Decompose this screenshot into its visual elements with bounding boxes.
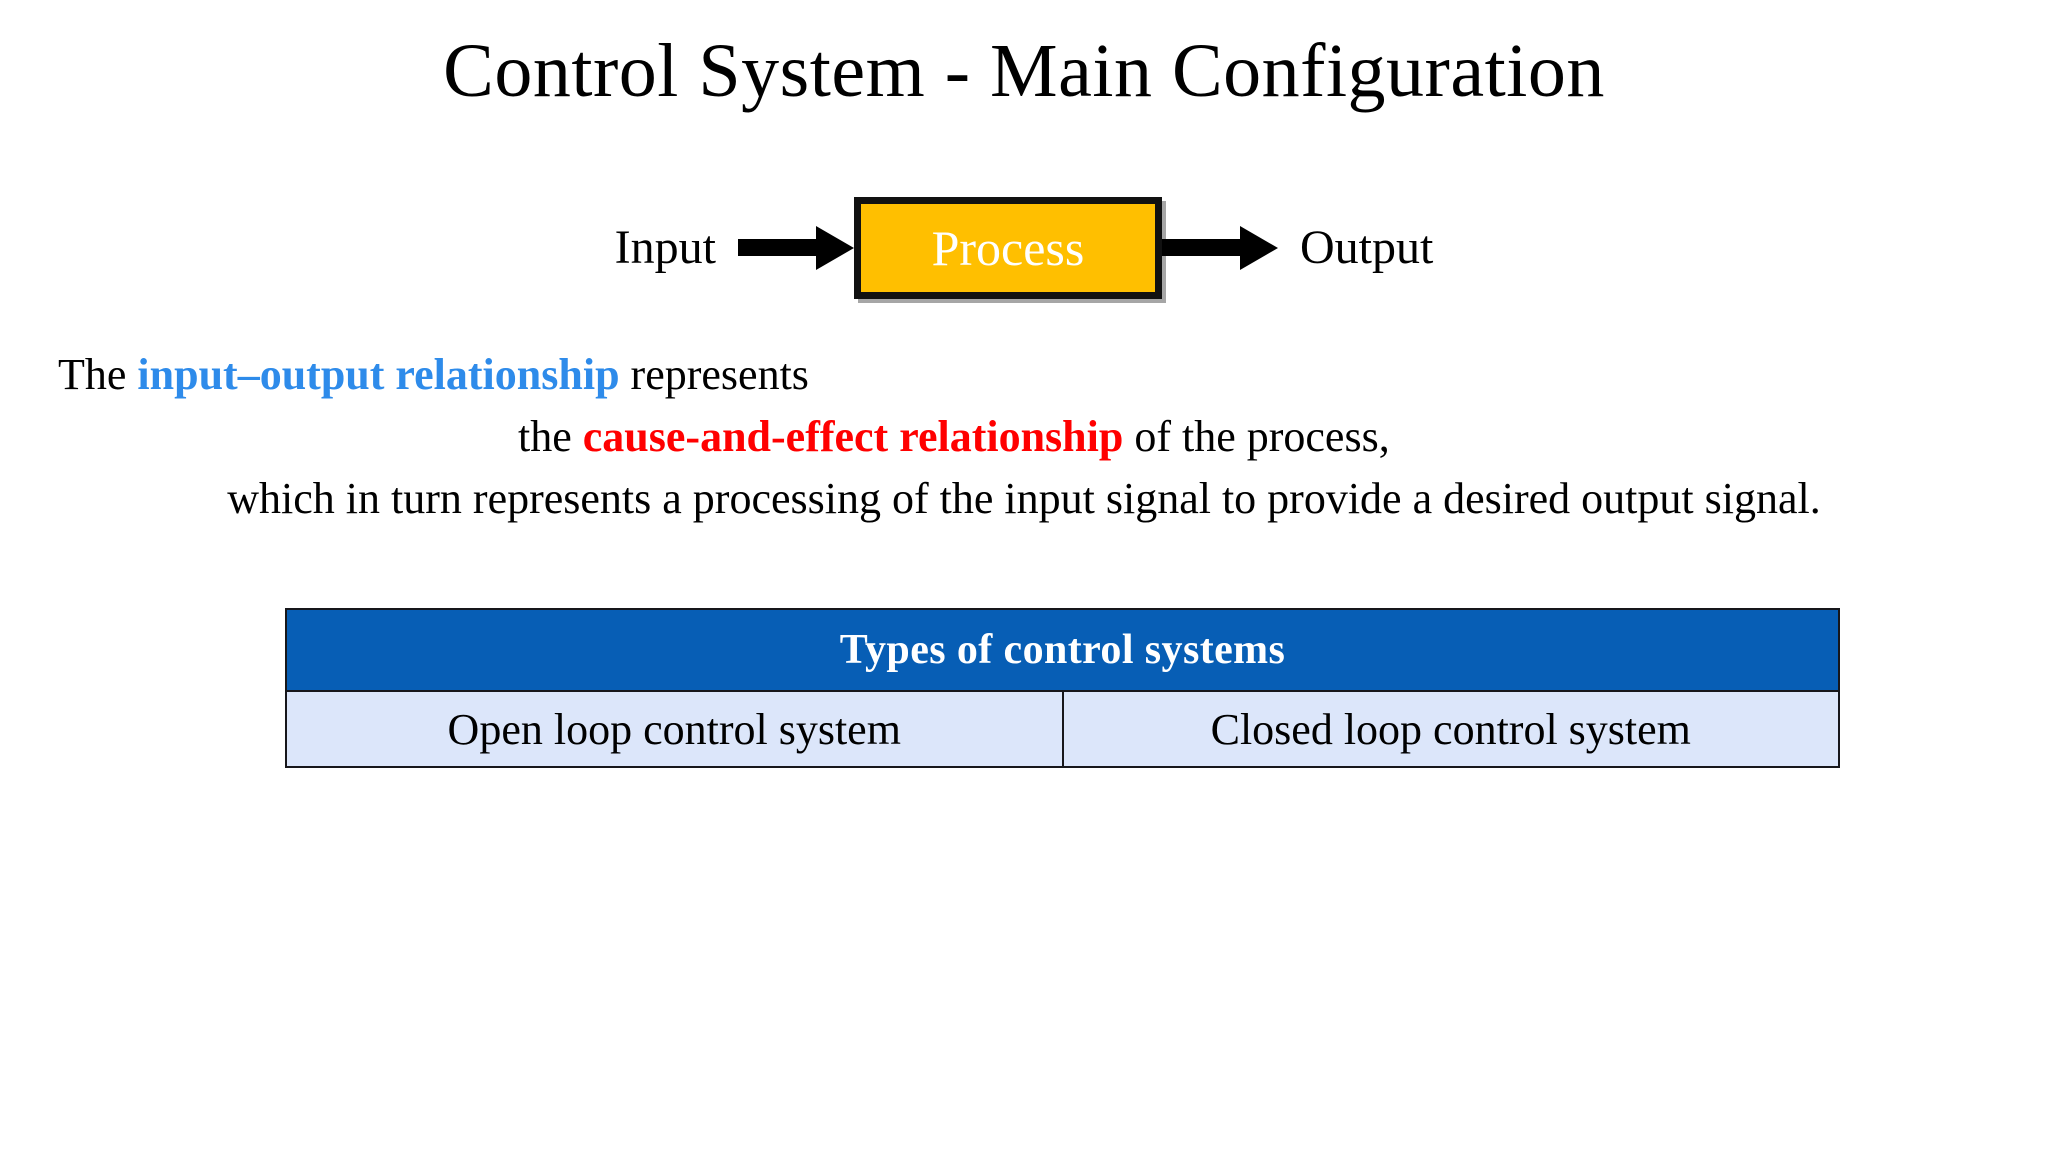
table-header-cell: Types of control systems: [285, 608, 1840, 692]
description-line-1-suffix: represents: [619, 350, 809, 399]
description-line-3: which in turn represents a processing of…: [227, 474, 1821, 523]
process-flow-diagram: Input Process Output: [0, 188, 2048, 308]
arrow-head: [1239, 226, 1278, 270]
description-line-2-prefix: the: [518, 412, 583, 461]
output-label: Output: [1299, 221, 1434, 274]
process-block: Process: [853, 197, 1162, 299]
table-header-row: Types of control systems: [285, 608, 1840, 692]
arrow-shaft: [1161, 239, 1244, 256]
description-text: The input–output relationship represents…: [0, 344, 2048, 530]
cause-and-effect-relationship-highlight: cause-and-effect relationship: [582, 412, 1124, 461]
description-line-2: the cause-and-effect relationship of the…: [0, 406, 2048, 468]
input-label: Input: [614, 221, 716, 274]
input-arrow-icon: [737, 226, 854, 270]
input-output-relationship-highlight: input–output relationship: [137, 350, 620, 399]
output-arrow-icon: [1161, 226, 1278, 270]
types-of-control-systems-table: Types of control systems Open loop contr…: [285, 608, 1840, 768]
process-block-label: Process: [931, 220, 1085, 276]
table-row: Open loop control system Closed loop con…: [285, 690, 1840, 768]
arrow-shaft: [737, 239, 820, 256]
description-line-1: The input–output relationship represents: [0, 344, 2048, 406]
open-loop-cell: Open loop control system: [285, 690, 1064, 768]
description-line-2-suffix: of the process,: [1123, 412, 1390, 461]
closed-loop-cell: Closed loop control system: [1061, 690, 1840, 768]
arrow-head: [815, 226, 854, 270]
description-line-1-prefix: The: [58, 350, 138, 399]
page-title: Control System - Main Configuration: [443, 29, 1605, 113]
